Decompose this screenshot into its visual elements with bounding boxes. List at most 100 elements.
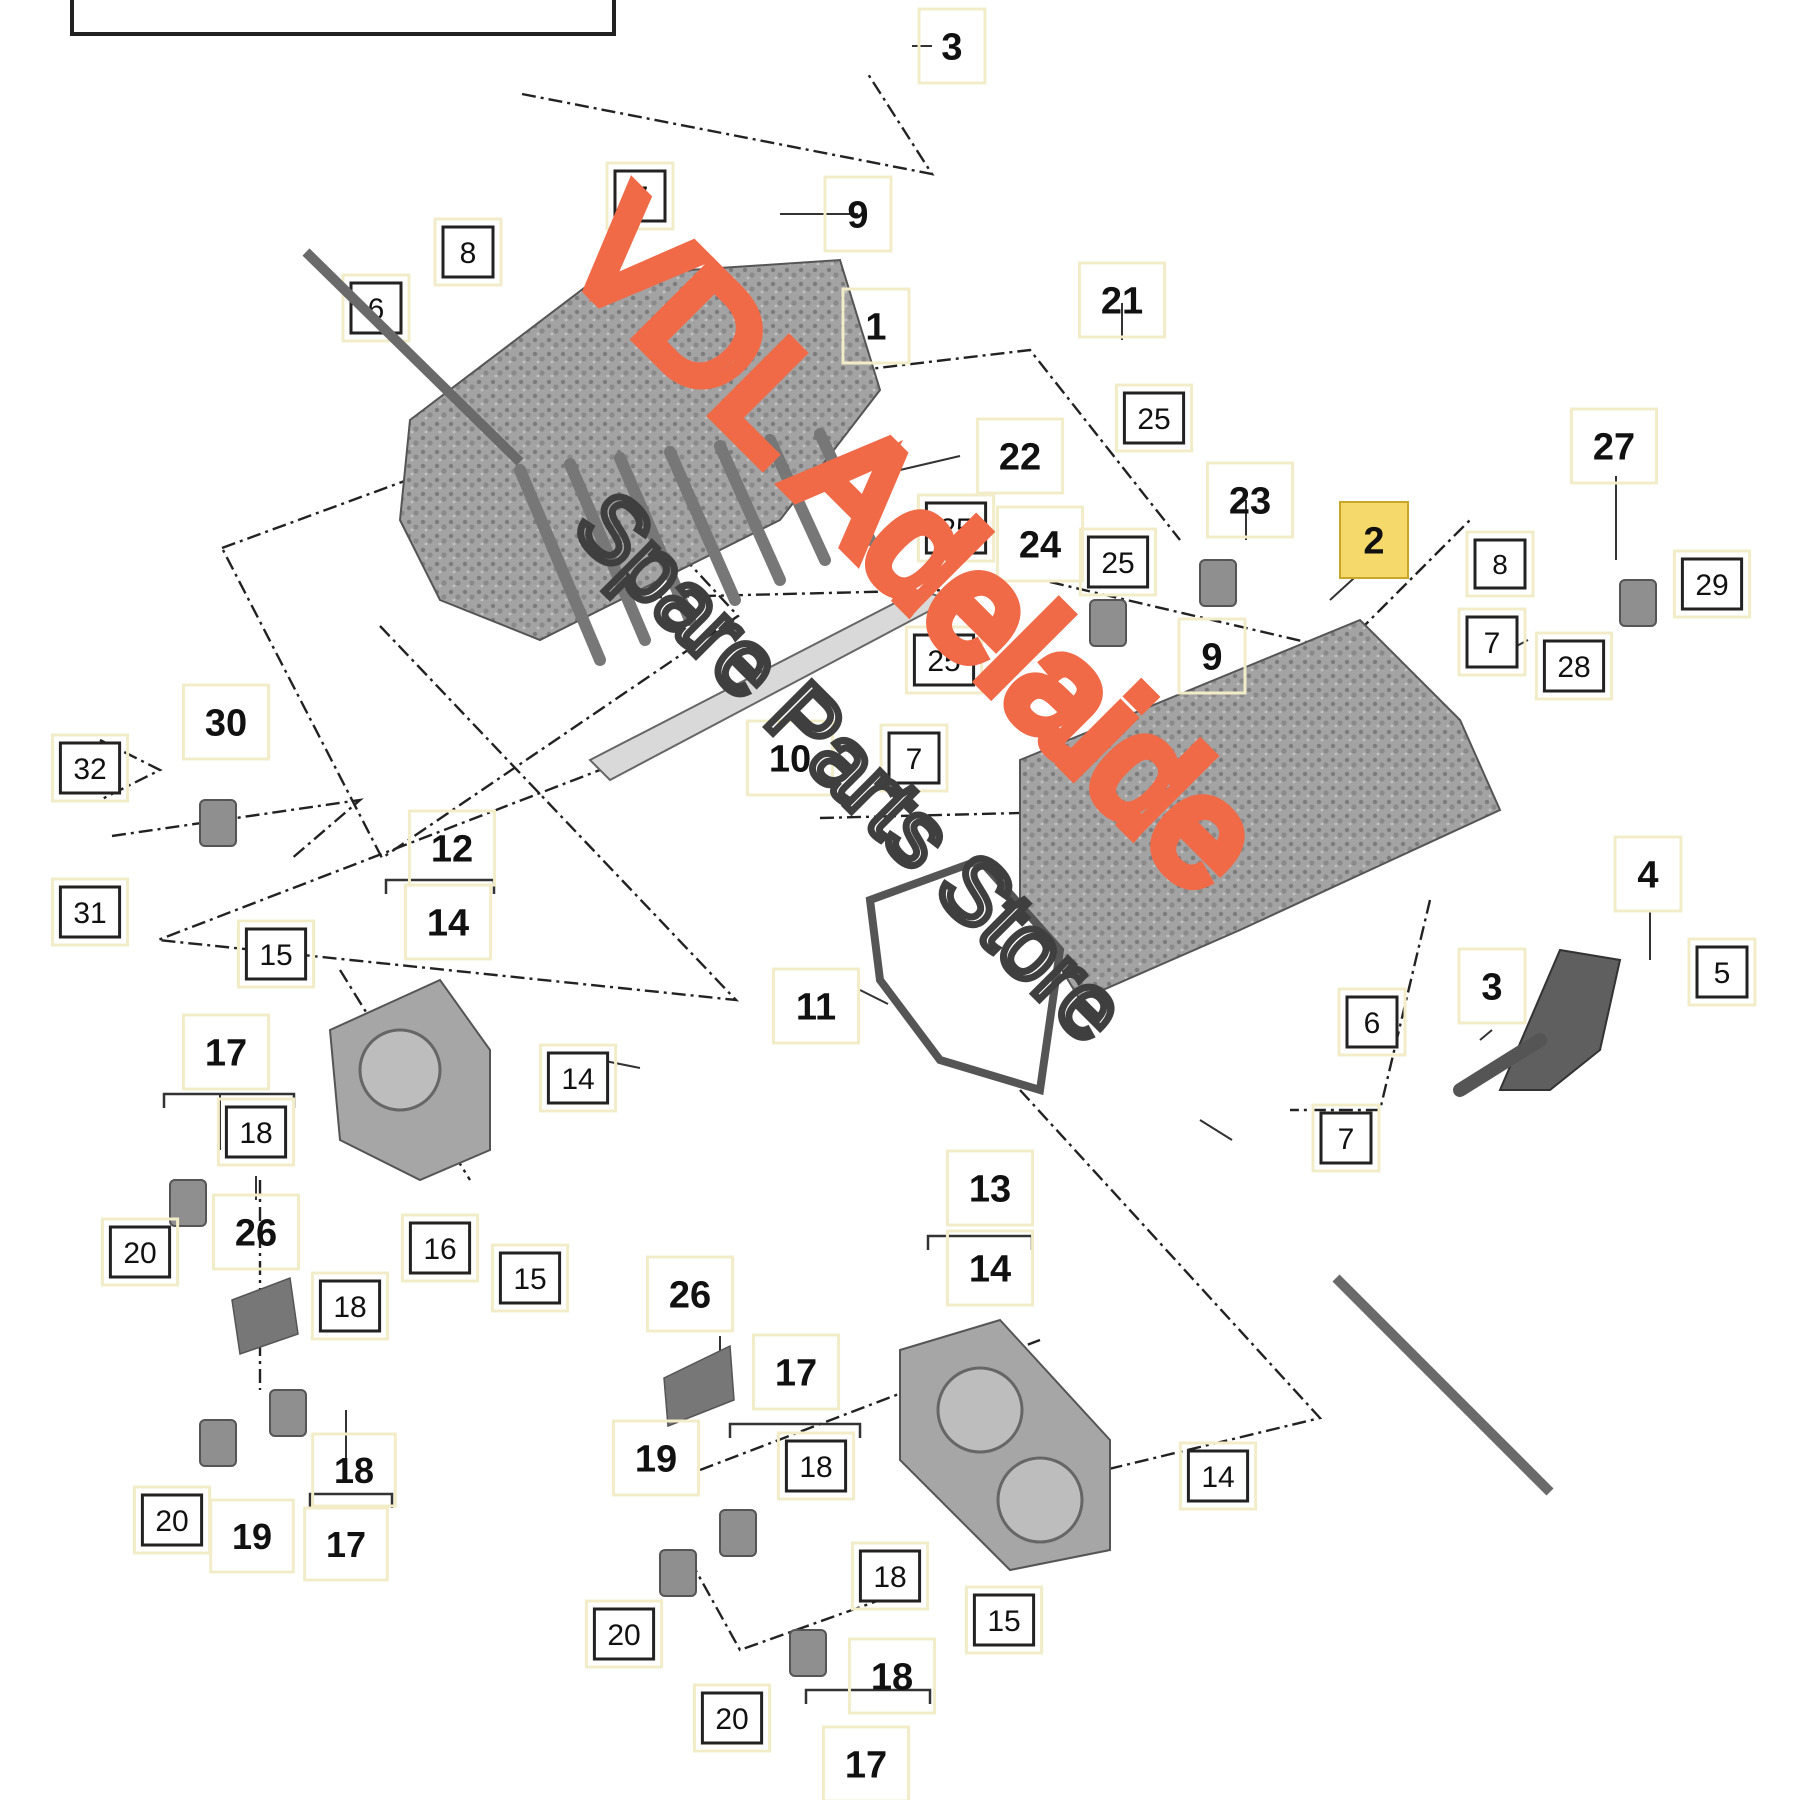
- head-bolt: [714, 440, 786, 586]
- callout-9[interactable]: 9: [823, 175, 893, 253]
- callout-17[interactable]: 17: [821, 1725, 911, 1800]
- callout-14[interactable]: 14: [403, 883, 493, 961]
- callout-box: [1473, 538, 1527, 590]
- callout-21[interactable]: 21: [1077, 261, 1167, 339]
- callout-box: [700, 1691, 764, 1745]
- callout-halo: [879, 723, 949, 793]
- callout-halo: [216, 1097, 296, 1167]
- callout-7[interactable]: 7: [1311, 1103, 1381, 1173]
- callout-18[interactable]: 18: [847, 1637, 937, 1715]
- callout-18[interactable]: 18: [311, 1432, 397, 1508]
- callout-3[interactable]: 3: [1457, 947, 1527, 1025]
- callout-14[interactable]: 14: [538, 1043, 618, 1113]
- callout-9[interactable]: 9: [1177, 617, 1247, 695]
- callout-6[interactable]: 6: [1337, 987, 1407, 1057]
- callout-18[interactable]: 18: [850, 1541, 930, 1611]
- callout-4[interactable]: 4: [1613, 835, 1683, 913]
- callout-halo: [611, 1419, 701, 1497]
- callout-18[interactable]: 18: [310, 1271, 390, 1341]
- callout-22[interactable]: 22: [975, 417, 1065, 495]
- callout-number: 7: [1338, 1123, 1355, 1156]
- callout-halo: [100, 1217, 180, 1287]
- callout-19[interactable]: 19: [209, 1498, 295, 1574]
- ignition-coil-part: [1498, 948, 1622, 1091]
- sprocket: [936, 1366, 1024, 1454]
- callout-11[interactable]: 11: [771, 967, 861, 1045]
- callout-number: 26: [669, 1275, 711, 1317]
- callout-20[interactable]: 20: [584, 1599, 664, 1669]
- callout-halo: [975, 417, 1065, 495]
- callout-number: 20: [123, 1237, 156, 1270]
- callout-19[interactable]: 19: [611, 1419, 701, 1497]
- callout-25[interactable]: 25: [904, 625, 984, 695]
- callout-box: [408, 1221, 472, 1275]
- callout-box: [1695, 945, 1749, 999]
- callout-number: 25: [939, 513, 972, 546]
- callout-25[interactable]: 25: [1078, 527, 1158, 597]
- callout-18[interactable]: 18: [216, 1097, 296, 1167]
- callout-halo: [50, 877, 130, 947]
- callout-27[interactable]: 27: [1569, 407, 1659, 485]
- callout-box: [972, 1593, 1036, 1647]
- callout-3[interactable]: 3: [917, 7, 987, 85]
- callout-halo: [645, 1255, 735, 1333]
- callout-halo: [841, 287, 911, 365]
- callout-halo: [211, 1193, 301, 1271]
- callout-32[interactable]: 32: [50, 733, 130, 803]
- callout-number: 6: [1364, 1007, 1381, 1040]
- callout-30[interactable]: 30: [181, 683, 271, 761]
- callout-8[interactable]: 8: [433, 217, 503, 287]
- callout-halo: [1311, 1103, 1381, 1173]
- callout-15[interactable]: 15: [236, 919, 316, 989]
- callout-halo: [1457, 607, 1527, 677]
- filter-pad: [231, 1276, 299, 1356]
- callout-number: 25: [927, 645, 960, 678]
- callout-25[interactable]: 25: [916, 493, 996, 563]
- callout-24[interactable]: 24: [995, 505, 1085, 583]
- callout-15[interactable]: 15: [490, 1243, 570, 1313]
- callout-halo: [1613, 835, 1683, 913]
- callout-halo: [751, 1333, 841, 1411]
- callout-31[interactable]: 31: [50, 877, 130, 947]
- callout-number: 16: [423, 1233, 456, 1266]
- callout-15[interactable]: 15: [964, 1585, 1044, 1655]
- leader-outline: [521, 73, 935, 176]
- callout-18[interactable]: 18: [776, 1431, 856, 1501]
- callout-halo: [1078, 527, 1158, 597]
- callout-26[interactable]: 26: [211, 1193, 301, 1271]
- callout-halo: [303, 1506, 389, 1582]
- callout-25[interactable]: 25: [1114, 383, 1194, 453]
- callout-halo: [1534, 631, 1614, 701]
- callout-2[interactable]: 2: [1339, 501, 1409, 579]
- callout-12[interactable]: 12: [407, 809, 497, 887]
- callout-7[interactable]: 7: [605, 161, 675, 231]
- callout-box: [441, 225, 495, 279]
- callout-8[interactable]: 8: [1465, 530, 1535, 598]
- callout-13[interactable]: 13: [945, 1149, 1035, 1227]
- callout-28[interactable]: 28: [1534, 631, 1614, 701]
- callout-10[interactable]: 10: [745, 719, 835, 797]
- callout-1[interactable]: 1: [841, 287, 911, 365]
- callout-14[interactable]: 14: [945, 1229, 1035, 1307]
- callout-20[interactable]: 20: [132, 1485, 212, 1555]
- callout-20[interactable]: 20: [100, 1217, 180, 1287]
- callout-halo: [181, 1013, 271, 1091]
- callout-17[interactable]: 17: [181, 1013, 271, 1091]
- callout-7[interactable]: 7: [879, 723, 949, 793]
- callout-29[interactable]: 29: [1672, 549, 1752, 619]
- callout-14[interactable]: 14: [1178, 1441, 1258, 1511]
- callout-26[interactable]: 26: [645, 1255, 735, 1333]
- head-bolt: [614, 452, 696, 626]
- callout-16[interactable]: 16: [400, 1213, 480, 1283]
- callout-box: [1086, 535, 1150, 589]
- callout-23[interactable]: 23: [1205, 461, 1295, 539]
- callout-20[interactable]: 20: [692, 1683, 772, 1753]
- callout-17[interactable]: 17: [303, 1506, 389, 1582]
- callout-box: [1345, 995, 1399, 1049]
- callout-halo: [964, 1585, 1044, 1655]
- callout-5[interactable]: 5: [1687, 937, 1757, 1007]
- callout-7[interactable]: 7: [1457, 607, 1527, 677]
- callout-6[interactable]: 6: [341, 273, 411, 343]
- callout-17[interactable]: 17: [751, 1333, 841, 1411]
